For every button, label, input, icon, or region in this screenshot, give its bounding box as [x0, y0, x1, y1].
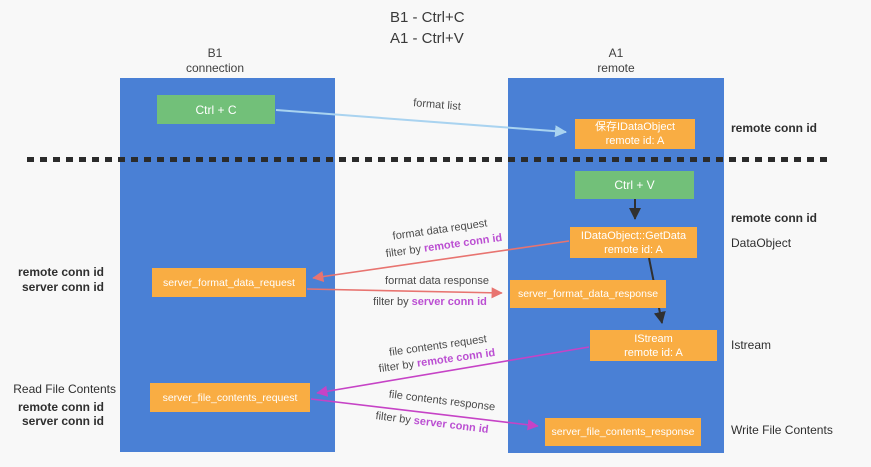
node-ctrl-v: Ctrl + V — [575, 171, 694, 199]
arrow-file-contents-response — [310, 398, 539, 431]
label-server-conn-id-left-1: server conn id — [21, 280, 104, 294]
node-istream: IStream remote id: A — [590, 330, 717, 361]
label-remote-conn-id-top-right: remote conn id — [731, 121, 818, 135]
arrow-file-contents-request — [316, 346, 590, 397]
node-ctrl-c: Ctrl + C — [157, 95, 275, 124]
node-server-file-contents-response: server_file_contents_response — [545, 418, 701, 446]
arrow-format-data-request — [312, 240, 570, 283]
node-file-request-label: server_file_contents_request — [162, 391, 298, 404]
node-getdata-line2: remote id: A — [604, 243, 663, 256]
title-line-1: B1 - Ctrl+C — [390, 9, 465, 26]
node-save-line1: 保存IDataObject — [594, 121, 676, 133]
node-save-idataobject: 保存IDataObject remote id: A — [575, 119, 695, 149]
node-ctrl-c-label: Ctrl + C — [195, 102, 237, 117]
node-istream-line2: remote id: A — [624, 346, 683, 359]
lane-header-a1: A1 remote — [561, 46, 671, 76]
node-server-format-data-request: server_format_data_request — [152, 268, 306, 297]
node-idataobject-getdata: IDataObject::GetData remote id: A — [570, 227, 697, 258]
label-dataobject: DataObject — [731, 236, 792, 250]
diagram-title: B1 - Ctrl+C A1 - Ctrl+V — [390, 7, 465, 49]
node-format-request-label: server_format_data_request — [163, 276, 295, 289]
node-istream-line1: IStream — [634, 332, 673, 345]
node-format-response-label: server_format_data_response — [517, 288, 659, 300]
server-conn-id-text: server conn id — [411, 296, 487, 308]
node-save-line2: remote id: A — [605, 135, 665, 147]
lane-a1-name: A1 — [608, 46, 624, 60]
label-read-file-contents: Read File Contents — [13, 382, 116, 396]
node-getdata-line1: IDataObject::GetData — [580, 229, 687, 242]
lane-b1-subtitle: connection — [185, 61, 245, 75]
node-server-file-contents-request: server_file_contents_request — [150, 383, 310, 412]
lane-a1-subtitle: remote — [597, 61, 635, 75]
title-line-2: A1 - Ctrl+V — [390, 30, 464, 47]
label-server-conn-id-left-2: server conn id — [21, 414, 104, 428]
label-format-data-response: format data response — [385, 275, 489, 287]
lane-header-b1: B1 connection — [160, 46, 270, 76]
label-remote-conn-id-left-1: remote conn id — [17, 265, 104, 279]
label-remote-conn-id-mid-right: remote conn id — [731, 211, 818, 225]
label-istream: Istream — [731, 338, 772, 352]
filter-by-text: filter by — [373, 296, 412, 308]
arrow-format-data-response — [306, 287, 503, 299]
node-file-response-label: server_file_contents_response — [551, 426, 695, 438]
label-write-file-contents: Write File Contents — [731, 423, 833, 437]
label-filter-server-1: filter by server conn id — [340, 296, 520, 308]
lane-b1-name: B1 — [207, 46, 223, 60]
label-remote-conn-id-left-2: remote conn id — [17, 400, 104, 414]
section-divider-dashed-line — [27, 157, 832, 162]
node-server-format-data-response: server_format_data_response — [510, 280, 666, 308]
node-ctrl-v-label: Ctrl + V — [614, 178, 655, 192]
arrow-format-list — [275, 109, 567, 138]
